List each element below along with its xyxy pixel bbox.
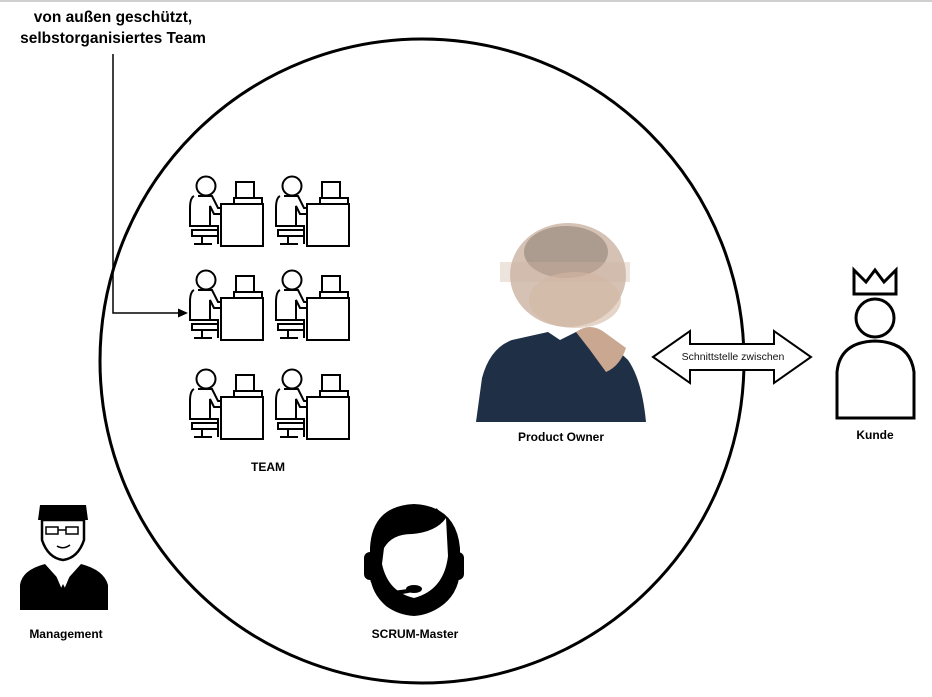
management-label: Management (29, 627, 103, 641)
annotation-line-1: von außen geschützt, (33, 9, 193, 26)
double-arrow-icon (651, 329, 813, 385)
worker-at-computer-icon (275, 269, 350, 341)
customer-label: Kunde (856, 428, 894, 442)
product-owner-label: Product Owner (517, 430, 604, 444)
team-label: TEAM (251, 460, 285, 474)
king-icon (835, 266, 916, 420)
worker-at-computer-icon (189, 269, 264, 341)
worker-at-computer-icon (189, 368, 264, 440)
product-owner-photo (476, 223, 646, 422)
top-border (0, 0, 932, 2)
team-icon-group (189, 175, 350, 440)
worker-at-computer-icon (275, 368, 350, 440)
annotation-line-2: selbstorganisiertes Team (20, 30, 206, 47)
annotation-text: von außen geschützt, selbstorganisiertes… (8, 7, 218, 49)
headset-person-icon (364, 504, 464, 616)
scrum-master-label: SCRUM-Master (371, 627, 459, 641)
worker-at-computer-icon (275, 175, 350, 247)
worker-at-computer-icon (189, 175, 264, 247)
annotation-pointer-arrow (112, 54, 188, 318)
manager-icon (20, 505, 108, 610)
interface-arrow-label: Schnittstelle zwischen (681, 351, 785, 363)
